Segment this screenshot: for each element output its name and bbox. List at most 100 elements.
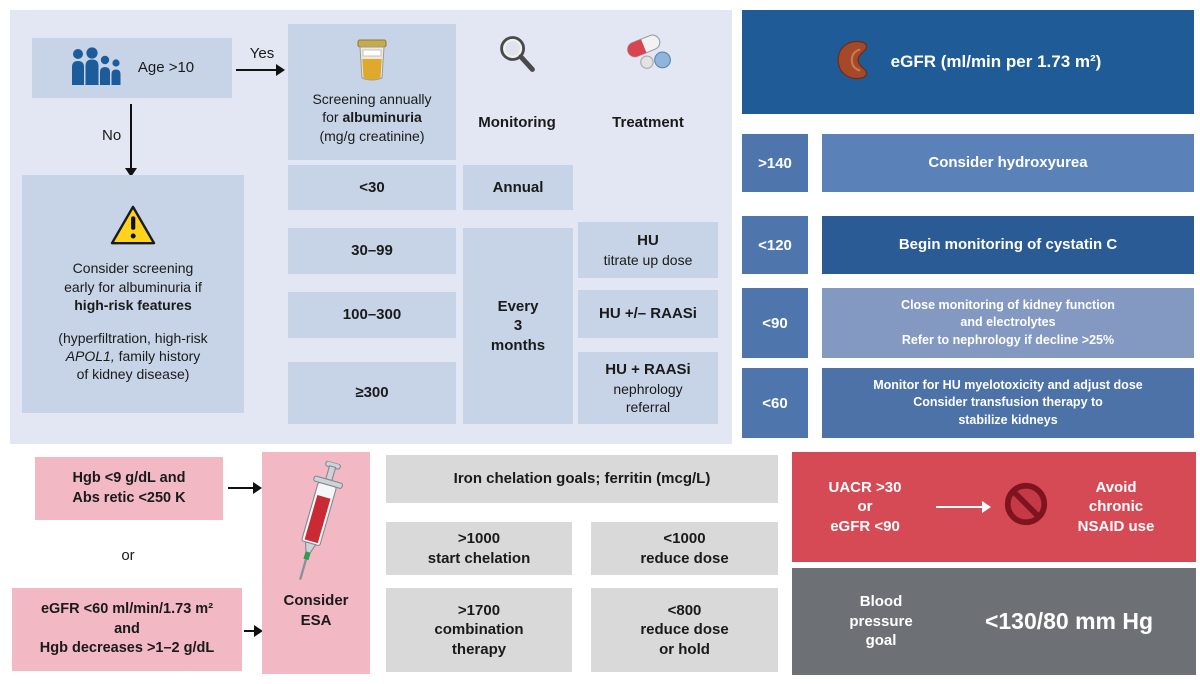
bp-label-line2: pressure [849, 612, 913, 630]
esa-criteria2-line1: eGFR <60 ml/min/1.73 m² [40, 601, 214, 618]
egfr-threshold: <120 [742, 216, 808, 274]
urine-sample-icon [354, 39, 390, 86]
family-icon [70, 46, 128, 90]
chelation-action2: therapy [451, 640, 507, 658]
warning-line5: APOL1, family history [58, 347, 207, 365]
esa-arrow-bottom [244, 625, 263, 637]
nsaid-warning-line3: NSAID use [1077, 517, 1155, 535]
monitoring-header-label: Monitoring [478, 113, 556, 131]
treatment-referral-line2: nephrology [613, 380, 683, 397]
egfr-row4-line1: Monitor for HU myelotoxicity and adjust … [873, 377, 1143, 392]
treatment-cell-raasi: HU +/– RAASi [578, 290, 718, 338]
egfr-threshold: <90 [742, 288, 808, 358]
no-label: No [102, 127, 122, 144]
warning-line3: high-risk features [74, 296, 192, 313]
chelation-cell: <1000 reduce dose [591, 522, 778, 575]
no-arrow [125, 104, 137, 177]
screening-line2: for albuminuria [312, 108, 431, 126]
bp-value: <130/80 mm Hg [984, 608, 1154, 634]
kidney-icon [835, 39, 877, 86]
egfr-title: eGFR (ml/min per 1.73 m²) [890, 52, 1102, 71]
screening-line2-bold: albuminuria [342, 109, 422, 126]
esa-criteria2-box: eGFR <60 ml/min/1.73 m² and Hgb decrease… [12, 588, 242, 671]
treatment-hu-line2: titrate up dose [603, 251, 693, 268]
nsaid-warning: Avoid chronic NSAID use [1050, 478, 1182, 537]
chelation-value: <1000 [663, 530, 706, 547]
nsaid-condition-line3: eGFR <90 [830, 517, 900, 535]
chelation-action: reduce dose [640, 549, 729, 567]
syringe-icon [278, 457, 354, 593]
screening-line3: (mg/g creatinine) [319, 127, 425, 144]
treatment-header: Treatment [583, 32, 713, 132]
q3-line3: months [490, 336, 546, 354]
consider-esa-line1: Consider [283, 592, 349, 609]
esa-criteria1-line1: Hgb <9 g/dL and [72, 469, 186, 486]
albuminuria-cell: <30 [288, 165, 456, 210]
egfr-threshold: >140 [742, 134, 808, 192]
bp-label-line1: Blood [859, 593, 903, 611]
chelation-value: <800 [667, 601, 702, 619]
nsaid-arrow [936, 501, 991, 513]
warning-apol1: APOL1, [65, 348, 115, 365]
bp-label: Blood pressure goal [806, 592, 956, 651]
high-risk-warning-box: Consider screening early for albuminuria… [22, 175, 244, 413]
monitoring-annual-cell: Annual [463, 165, 573, 210]
treatment-header-label: Treatment [612, 113, 684, 131]
egfr-row4-line2: Consider transfusion therapy to [913, 395, 1103, 410]
nsaid-box: UACR >30 or eGFR <90 Avoid chronic NSAID… [792, 452, 1196, 562]
chelation-value: >1000 [457, 530, 501, 547]
or-label: or [121, 547, 135, 564]
chelation-value: >1700 [457, 601, 501, 619]
consider-esa-line2: ESA [300, 611, 332, 629]
screening-line1: Screening annually [312, 91, 432, 108]
nsaid-condition-line1: UACR >30 [828, 478, 902, 496]
chelation-action: combination [434, 621, 524, 639]
chelation-cell: >1700 combination therapy [386, 588, 572, 672]
yes-arrow [236, 64, 285, 76]
treatment-hu-line1: HU [637, 232, 659, 250]
screening-box: Screening annually for albuminuria (mg/g… [288, 24, 456, 160]
warning-line4: (hyperfiltration, high-risk [58, 330, 208, 346]
monitoring-q3-cell: Every 3 months [463, 228, 573, 424]
q3-line2: 3 [513, 317, 523, 335]
egfr-action: Monitor for HU myelotoxicity and adjust … [822, 368, 1194, 438]
egfr-row3-line1: Close monitoring of kidney function [901, 297, 1115, 312]
pills-icon [622, 32, 674, 75]
albuminuria-cell: 100–300 [288, 292, 456, 338]
warning-spacer [58, 314, 207, 329]
egfr-action: Close monitoring of kidney function and … [822, 288, 1194, 358]
consider-esa-box: Consider ESA [262, 452, 370, 674]
screening-line2-pre: for [322, 109, 343, 126]
bp-box: Blood pressure goal <130/80 mm Hg [792, 568, 1196, 675]
warning-line1: Consider screening [72, 260, 194, 277]
esa-criteria2-line2: and [114, 620, 140, 637]
treatment-referral-line1: HU + RAASi [605, 361, 691, 379]
warning-line5-rest: family history [114, 348, 201, 365]
egfr-row4-line3: stabilize kidneys [958, 412, 1058, 427]
chelation-action2: or hold [659, 640, 710, 658]
monitoring-header: Monitoring [457, 32, 577, 132]
chelation-header: Iron chelation goals; ferritin (mcg/L) [386, 455, 778, 503]
q3-line1: Every [497, 297, 539, 315]
esa-criteria1-box: Hgb <9 g/dL and Abs retic <250 K [35, 457, 223, 520]
albuminuria-cell: 30–99 [288, 228, 456, 274]
chelation-cell: <800 reduce dose or hold [591, 588, 778, 672]
egfr-header: eGFR (ml/min per 1.73 m²) [742, 10, 1194, 114]
egfr-threshold: <60 [742, 368, 808, 438]
treatment-referral-line3: referral [625, 398, 671, 415]
chelation-action: reduce dose [640, 621, 729, 639]
esa-arrow-top [228, 482, 262, 494]
nsaid-warning-line1: Avoid [1095, 478, 1137, 496]
no-entry-icon [1002, 480, 1050, 534]
egfr-action: Consider hydroxyurea [822, 134, 1194, 192]
egfr-panel: eGFR (ml/min per 1.73 m²) >140 Consider … [742, 10, 1194, 444]
warning-line2: early for albuminuria if [64, 278, 202, 295]
age-box: Age >10 [32, 38, 232, 98]
albuminuria-cell: ≥300 [288, 362, 456, 424]
screening-panel: Age >10 Yes No Screening annually for al… [10, 10, 732, 444]
treatment-raasi-line1: HU +/– RAASi [599, 305, 697, 323]
nsaid-condition: UACR >30 or eGFR <90 [806, 478, 924, 537]
warning-line6: of kidney disease) [76, 366, 190, 383]
egfr-row3-line3: Refer to nephrology if decline >25% [901, 332, 1115, 347]
